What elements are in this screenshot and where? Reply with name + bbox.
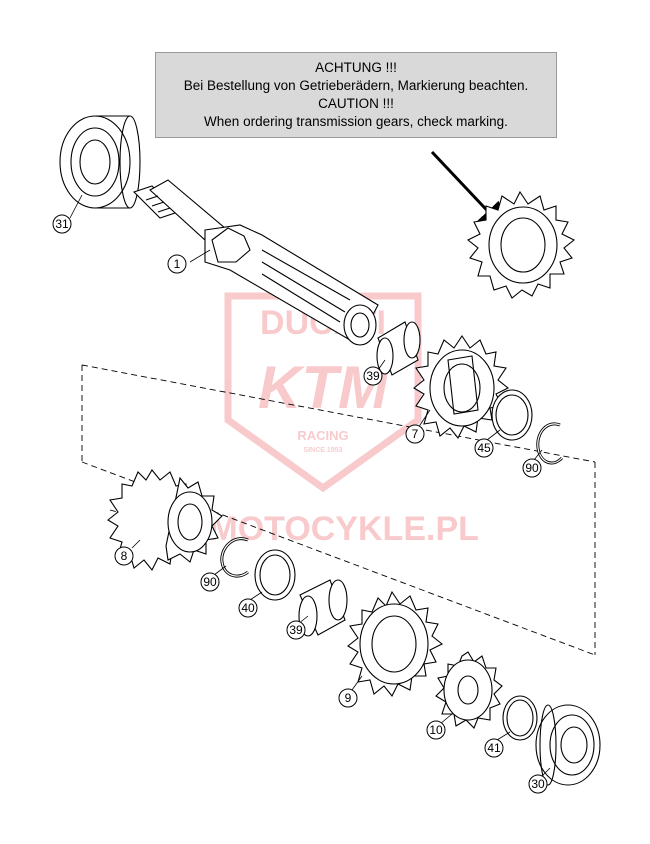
circlip-90-upper [536,422,564,465]
callout-circle [405,424,425,444]
callout-41: 41 [484,738,504,758]
callout-circle [522,458,542,478]
circlip-90-lower [220,537,249,578]
watermark-shield [224,292,422,493]
part-callouts: 31 1 39 7 45 90 8 90 40 39 9 10 41 30 [52,214,548,794]
marked-gear [466,190,576,299]
leader-lines [69,194,551,777]
gear-10 [435,651,503,729]
callout-label: 31 [55,217,69,231]
callout-45: 45 [474,438,494,458]
callout-label: 30 [531,777,545,791]
bearing-31 [59,115,141,209]
notice-line-2: Bei Bestellung von Getrieberädern, Marki… [183,78,529,93]
sleeve-39-upper [376,321,421,376]
callout-circle [238,598,258,618]
notice-line-4: When ordering transmission gears, check … [204,114,508,129]
callout-circle [474,438,494,458]
callout-label: 45 [477,441,491,455]
callout-1: 1 [167,254,187,274]
callout-circle [426,720,446,740]
main-shaft-1 [132,179,379,346]
gear-8 [107,469,223,572]
callout-label: 41 [487,741,501,755]
bearing-30 [535,704,601,786]
callout-label: 7 [412,427,419,441]
caution-notice: ACHTUNG !!! Bei Bestellung von Getrieber… [155,52,557,138]
watermark-racing-text: RACING [297,428,348,443]
callout-label: 10 [429,723,443,737]
notice-line-3: CAUTION !!! [318,96,394,111]
callout-90: 90 [522,458,542,478]
callout-label: 39 [289,623,303,637]
callout-circle [52,214,72,234]
callout-9: 9 [338,688,358,708]
callout-label: 1 [174,257,181,271]
callout-circle [484,738,504,758]
callout-label: 90 [203,575,217,589]
callout-circle [200,572,220,592]
callout-circle [363,366,383,386]
callout-39: 39 [363,366,383,386]
gear-9 [347,590,444,698]
callout-circle [167,254,187,274]
washer-40 [254,549,296,601]
callout-circle [114,546,134,566]
washer-41 [502,695,538,741]
callout-7: 7 [405,424,425,444]
callout-90: 90 [200,572,220,592]
callout-8: 8 [114,546,134,566]
callout-40: 40 [238,598,258,618]
callout-30: 30 [528,774,548,794]
callout-10: 10 [426,720,446,740]
notice-line-1: ACHTUNG !!! [315,60,397,75]
watermark-brand-text: KTM [258,354,390,421]
callout-circle [338,688,358,708]
callout-31: 31 [52,214,72,234]
callout-circle [528,774,548,794]
watermark-since-text: SINCE 1953 [304,447,343,454]
gear-7 [413,335,510,440]
sleeve-39-lower [298,579,348,637]
callout-label: 9 [345,691,352,705]
callout-label: 40 [241,601,255,615]
washer-45 [491,389,533,441]
callout-label: 8 [121,549,128,563]
callout-label: 90 [525,461,539,475]
callout-circle [286,620,306,640]
callout-label: 39 [366,369,380,383]
callout-39: 39 [286,620,306,640]
